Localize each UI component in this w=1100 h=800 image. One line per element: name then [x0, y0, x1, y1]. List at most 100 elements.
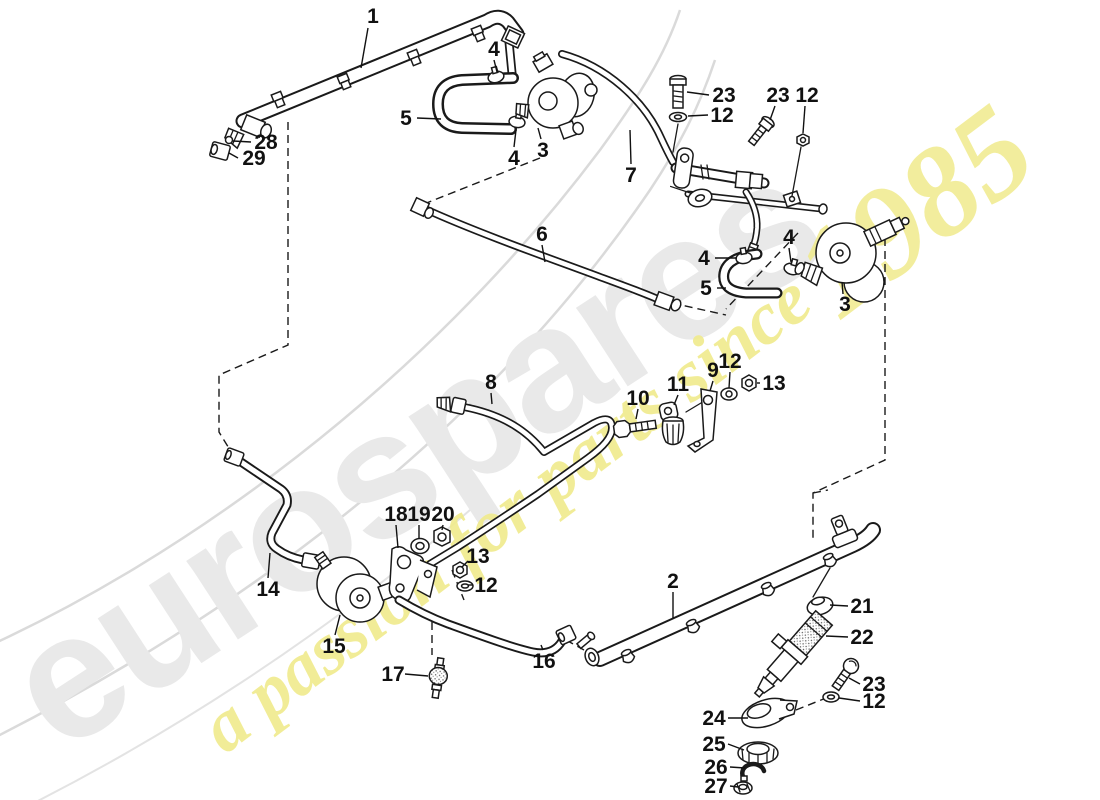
callout-leader-12b — [802, 105, 806, 134]
bolt-23-lower — [831, 657, 860, 692]
callout-12a: 12 — [710, 104, 733, 127]
callout-24: 24 — [702, 707, 726, 730]
pipe-6 — [409, 196, 682, 312]
rail1-port — [336, 72, 352, 91]
callout-leader-21 — [829, 604, 849, 607]
watermark-brand: eurospares — [0, 119, 852, 787]
rail2-end-cap — [584, 647, 600, 667]
callout-26: 26 — [704, 756, 727, 779]
callout-21: 21 — [850, 595, 874, 618]
cap-nut-29 — [209, 141, 231, 161]
pipe-16 — [399, 600, 577, 653]
callout-leader-11 — [673, 394, 679, 406]
callout-23b: 23 — [766, 84, 789, 107]
callout-4c: 4 — [698, 247, 710, 270]
callout-leader-3b — [841, 281, 844, 295]
callout-leader-13b — [461, 560, 469, 568]
callout-8: 8 — [485, 371, 497, 394]
fuel-rail-1 — [223, 17, 526, 150]
line-art — [209, 17, 910, 795]
injector-22 — [753, 609, 834, 699]
callout-14: 14 — [256, 578, 280, 601]
callout-leader-12a — [687, 114, 709, 117]
nut-12-right — [796, 133, 810, 147]
callout-16: 16 — [532, 650, 555, 673]
rail1-port — [406, 48, 422, 67]
damper-3-top — [515, 50, 598, 140]
cone-fitting — [223, 127, 245, 150]
callout-leader-3a — [537, 127, 542, 140]
callout-leader-27 — [729, 785, 739, 788]
callout-2: 2 — [667, 570, 679, 593]
rail1-end-fitting — [500, 24, 526, 50]
washer-12-lower — [456, 580, 474, 592]
callout-13a: 13 — [762, 372, 785, 395]
ring-25 — [737, 741, 779, 765]
callout-leader-12c — [728, 371, 731, 389]
nut-20 — [433, 526, 451, 547]
seal-27 — [733, 781, 753, 795]
washer-12-lower-right — [822, 691, 840, 703]
callout-leader-23c — [848, 677, 861, 685]
washer-12-left — [668, 111, 688, 123]
callout-1: 1 — [367, 5, 379, 28]
union-fitting — [734, 170, 764, 190]
bolt-23-right — [747, 115, 775, 147]
callout-leader-6 — [541, 244, 546, 263]
callout-22: 22 — [850, 626, 873, 649]
callout-11: 11 — [667, 373, 690, 396]
callout-12c: 12 — [718, 350, 741, 373]
callout-19: 19 — [407, 503, 430, 526]
bracket-18 — [388, 546, 438, 603]
valve-17 — [428, 656, 449, 700]
washer-12-mid — [720, 387, 738, 401]
callout-leader-7 — [629, 129, 632, 165]
callout-leader-10 — [635, 408, 639, 420]
rail1-port — [470, 24, 486, 43]
tee-bracket — [669, 147, 694, 195]
callout-leader-23a — [686, 91, 710, 96]
callout-leader-14 — [267, 552, 271, 579]
flange-24 — [741, 697, 798, 729]
callout-leader-20 — [441, 524, 444, 531]
hose-5-top — [438, 78, 513, 129]
callout-leader-15 — [334, 614, 341, 636]
callout-17: 17 — [381, 663, 404, 686]
callout-4d: 4 — [783, 226, 795, 249]
callout-leader-9 — [709, 380, 714, 392]
seal-ring-28 — [224, 135, 234, 145]
callout-12d: 12 — [474, 574, 497, 597]
callout-leader-29 — [228, 152, 239, 159]
callout-leader-12e — [838, 697, 861, 702]
callout-28: 28 — [254, 131, 278, 154]
pipe-foot — [782, 190, 802, 208]
bracket-9 — [686, 388, 718, 453]
callout-leader-23b — [769, 105, 776, 121]
callout-15: 15 — [322, 635, 346, 658]
callout-3a: 3 — [537, 139, 549, 162]
clip-26 — [740, 761, 767, 782]
callout-4a: 4 — [488, 38, 500, 61]
callout-6: 6 — [536, 223, 548, 246]
callout-23a: 23 — [712, 84, 735, 107]
callout-leader-5a — [416, 117, 442, 120]
callout-29: 29 — [242, 147, 265, 170]
callout-5b: 5 — [700, 277, 712, 300]
callout-13b: 13 — [466, 545, 489, 568]
callout-leader-26 — [729, 766, 746, 769]
callout-4b: 4 — [508, 147, 520, 170]
callout-leader-4d — [788, 247, 792, 263]
bolt-10 — [612, 419, 658, 439]
oval-pad — [687, 188, 713, 208]
rail1-port — [270, 90, 286, 109]
washer-19 — [410, 537, 430, 555]
callout-leader-22 — [825, 635, 849, 638]
callout-27: 27 — [704, 775, 727, 798]
callout-10: 10 — [626, 387, 649, 410]
fuel-rail-2 — [575, 514, 873, 668]
callout-leader-4b — [513, 129, 517, 148]
pressure-regulator-3 — [794, 216, 910, 303]
